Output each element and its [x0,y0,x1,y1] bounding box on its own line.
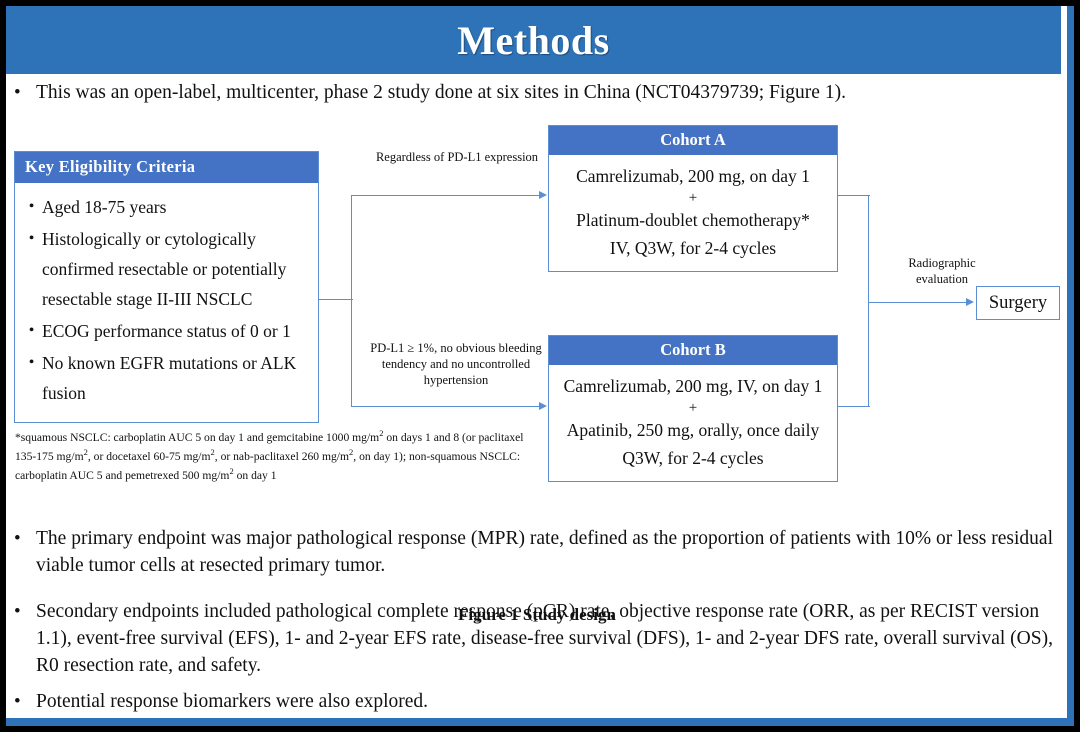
list-item: • Aged 18-75 years [21,192,310,222]
right-edge-accent [1067,6,1074,726]
bullet-marker: • [14,691,21,712]
list-item: • Histologically or cytologically confir… [21,224,310,314]
connector-stub-from-eligibility [319,299,353,301]
intro-bullet-text: This was an open-label, multicenter, pha… [36,82,846,103]
cohort-a-line-3: IV, Q3W, for 2-4 cycles [609,238,777,258]
cohort-a-plus: + [688,190,698,206]
eligibility-header: Key Eligibility Criteria [15,152,318,183]
bullet-marker: • [28,322,35,339]
cohort-a-line-1: Camrelizumab, 200 mg, on day 1 [576,166,810,186]
connector-merge-trunk [868,195,870,407]
cohort-b-box: Cohort B Camrelizumab, 200 mg, IV, on da… [548,335,838,482]
figure-caption: Figure 1 Study design [458,605,616,624]
cohort-a-body: Camrelizumab, 200 mg, on day 1 + Platinu… [549,155,837,271]
connector-from-cohort-b [838,406,870,408]
surgery-label: Surgery [988,292,1048,313]
intro-bullet: • This was an open-label, multicenter, p… [14,79,1054,106]
connector-from-cohort-a [838,195,870,197]
connector-label-upper: Regardless of PD-L1 expression [375,150,539,164]
connector-arm-to-cohort-a [351,195,541,197]
arrowhead-to-cohort-b [539,402,547,410]
body-bullet-2-text: Secondary endpoints included pathologica… [36,601,1053,676]
bullet-marker: • [28,198,35,215]
surgery-box: Surgery [976,286,1060,320]
bullet-marker: • [28,230,35,247]
eligibility-item-text: No known EGFR mutations or ALK fusion [42,353,297,403]
cohort-b-line-2: Apatinib, 250 mg, orally, once daily [566,420,820,440]
connector-label-radiographic: Radiographic evaluation [908,256,976,286]
cohort-a-header: Cohort A [549,126,837,155]
study-design-figure: Key Eligibility Criteria • Aged 18-75 ye… [6,118,1068,624]
cohort-b-header: Cohort B [549,336,837,365]
bullet-marker: • [14,82,21,103]
arrowhead-to-surgery [966,298,974,306]
bullet-marker: • [14,601,21,622]
arrowhead-to-cohort-a [539,191,547,199]
connector-arm-to-cohort-b [351,406,541,408]
list-item: • No known EGFR mutations or ALK fusion [21,348,310,408]
bullet-marker: • [14,528,21,549]
body-bullet-1-text: The primary endpoint was major pathologi… [36,528,1053,576]
connector-to-surgery [868,302,968,304]
cohort-b-body: Camrelizumab, 200 mg, IV, on day 1 + Apa… [549,365,837,481]
cohort-b-line-1: Camrelizumab, 200 mg, IV, on day 1 [563,376,823,396]
cohort-a-line-2: Platinum-doublet chemotherapy* [576,210,810,230]
body-bullet-1: • The primary endpoint was major patholo… [14,525,1054,579]
page-title: Methods [457,17,610,63]
eligibility-list: • Aged 18-75 years • Histologically or c… [15,183,318,422]
bullet-marker: • [28,354,35,371]
cohort-b-plus: + [688,400,698,416]
cohort-b-line-3: Q3W, for 2-4 cycles [622,448,764,468]
bottom-edge-accent [6,718,1068,726]
figure-footnote: *squamous NSCLC: carboplatin AUC 5 on da… [15,428,524,482]
eligibility-criteria-box: Key Eligibility Criteria • Aged 18-75 ye… [14,151,319,423]
connector-trunk-upper [351,195,353,300]
body-bullet-3-text: Potential response biomarkers were also … [36,691,429,712]
body-bullet-2: • Secondary endpoints included pathologi… [14,598,1056,679]
eligibility-item-text: ECOG performance status of 0 or 1 [42,321,291,341]
body-bullet-3: • Potential response biomarkers were als… [14,688,714,715]
connector-label-lower: PD-L1 ≥ 1%, no obvious bleeding tendency… [370,341,542,387]
title-banner: Methods [6,6,1061,74]
cohort-a-box: Cohort A Camrelizumab, 200 mg, on day 1 … [548,125,838,272]
connector-trunk-lower [351,299,353,407]
list-item: • ECOG performance status of 0 or 1 [21,316,310,346]
eligibility-item-text: Aged 18-75 years [42,197,167,217]
eligibility-item-text: Histologically or cytologically confirme… [42,229,287,309]
